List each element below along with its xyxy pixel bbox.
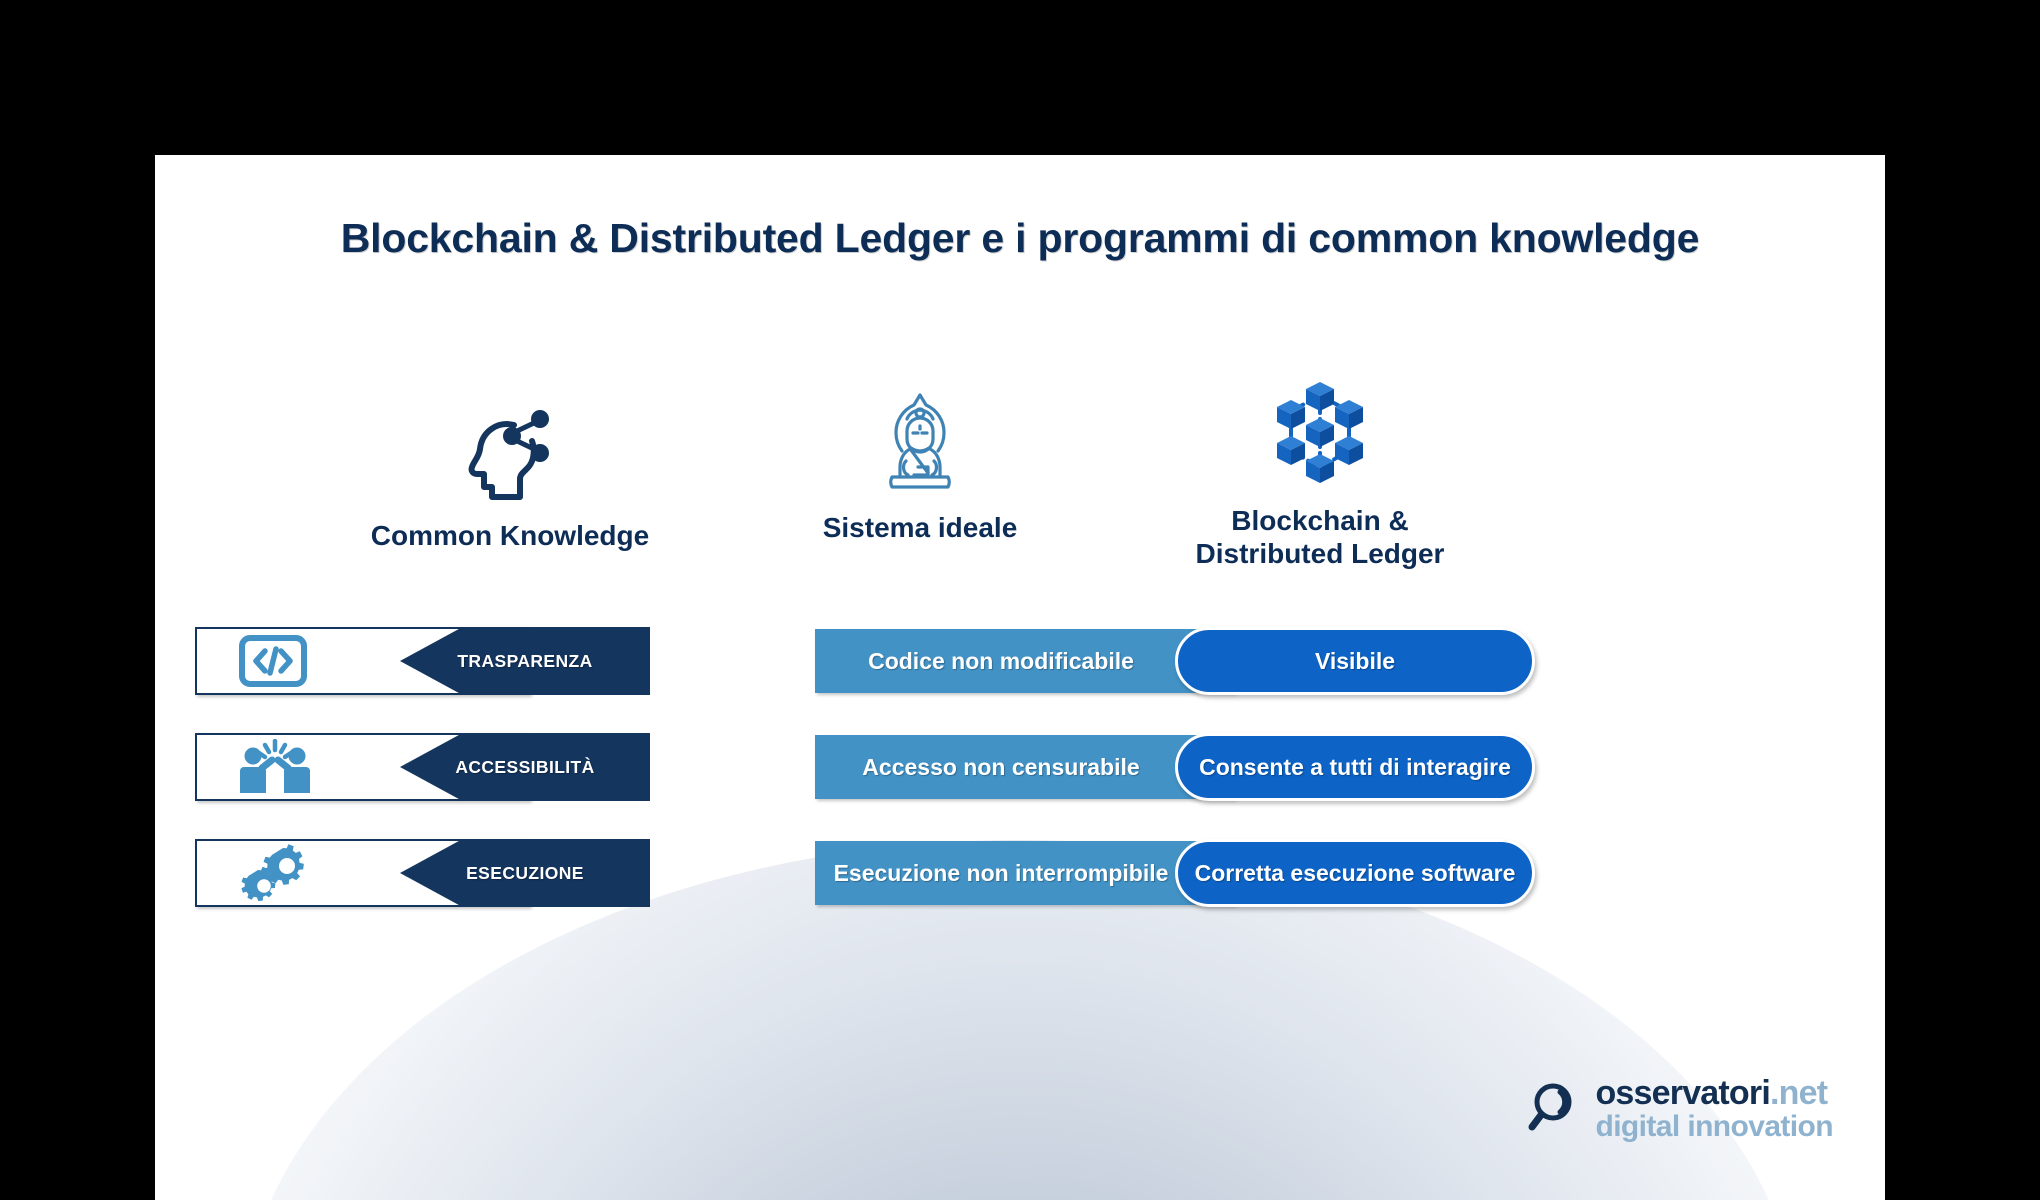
logo-tagline: digital innovation <box>1595 1110 1833 1143</box>
ideal-system-bar[interactable]: Codice non modificabile <box>815 629 1235 693</box>
column-header-sistema-ideale: Sistema ideale <box>730 377 1110 544</box>
logo-name: osservatori <box>1595 1074 1770 1112</box>
logo-tld: .net <box>1769 1074 1828 1112</box>
column-header-blockchain-ledger: Blockchain & Distributed Ledger <box>990 370 1650 570</box>
slide-canvas: Blockchain & Distributed Ledger e i prog… <box>155 155 1885 1200</box>
column-label: Sistema ideale <box>822 512 1018 543</box>
head-network-icon <box>320 385 700 505</box>
gears-icon <box>239 844 309 902</box>
column-label: Common Knowledge <box>370 520 650 551</box>
ideal-system-bar[interactable]: Accesso non censurabile <box>815 735 1235 799</box>
high-five-people-icon <box>239 739 311 795</box>
magnifying-glass-icon <box>1527 1079 1583 1140</box>
blockchain-cubes-icon <box>990 370 1650 490</box>
code-brackets-icon <box>239 635 307 687</box>
blockchain-pill[interactable]: Visibile <box>1175 627 1535 695</box>
ideal-system-bar[interactable]: Esecuzione non interrompibile <box>815 841 1235 905</box>
page-title: Blockchain & Distributed Ledger e i prog… <box>340 215 1700 261</box>
blockchain-pill[interactable]: Corretta esecuzione software <box>1175 839 1535 907</box>
osservatori-logo: osservatori.net digital innovation <box>1527 1074 1834 1143</box>
column-label: Blockchain & Distributed Ledger <box>1195 505 1445 570</box>
blockchain-pill[interactable]: Consente a tutti di interagire <box>1175 733 1535 801</box>
column-header-common-knowledge: Common Knowledge <box>320 385 700 552</box>
meditating-figure-icon <box>730 377 1110 497</box>
